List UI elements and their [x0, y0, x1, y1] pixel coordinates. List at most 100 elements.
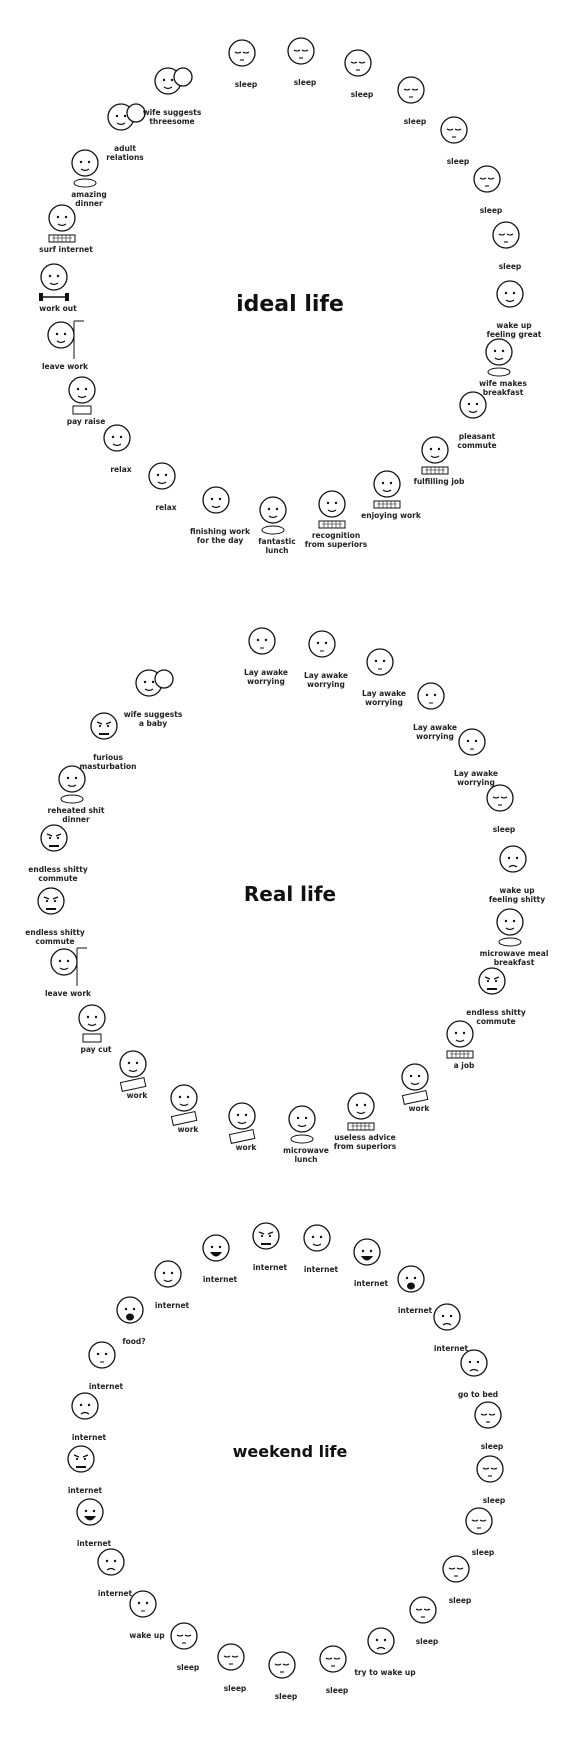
- laughing-face-icon: [316, 1236, 426, 1278]
- shouting-face-icon: [360, 1263, 470, 1305]
- panel-caption: sleep: [471, 1548, 495, 1557]
- couple-icon: [98, 667, 208, 709]
- awake-face-icon: [271, 628, 381, 670]
- panel-caption: endless shitty commute: [28, 865, 88, 883]
- panel-figure: internet: [396, 1301, 506, 1353]
- panel-figure: food?: [79, 1294, 189, 1346]
- panel-caption: internet: [433, 1344, 469, 1353]
- panel-caption: pay cut: [80, 1045, 112, 1054]
- laughing-face-icon: [165, 1232, 275, 1274]
- smiling-face-icon: [459, 278, 569, 320]
- angry-face-icon: [3, 822, 113, 864]
- panel-caption: sleep: [492, 825, 516, 834]
- panel-figure: sleep: [449, 782, 559, 834]
- breakfast-plate-icon: [459, 906, 569, 948]
- panel-caption: internet: [67, 1486, 103, 1495]
- panel-figure: endless shitty commute: [0, 885, 110, 946]
- paperwork-icon: [364, 1061, 474, 1105]
- panel-figure: fulfilling job: [384, 434, 494, 486]
- panel-figure: pay cut: [41, 1002, 151, 1054]
- panel-figure: Lay awake worrying: [211, 625, 321, 686]
- section-title-real: Real life: [243, 882, 337, 906]
- panel-figure: microwave lunch: [251, 1103, 361, 1164]
- sleeping-face-icon: [231, 1649, 341, 1691]
- panel-figure: enjoying work: [336, 468, 446, 520]
- panel-figure: sleep: [307, 47, 417, 99]
- panel-caption: work: [126, 1091, 148, 1100]
- panel-caption: internet: [76, 1539, 112, 1548]
- awake-face-icon: [421, 726, 531, 768]
- panel-figure: wake up: [92, 1588, 202, 1640]
- panel-caption: sleep: [325, 1686, 349, 1695]
- panel-figure: wake up feeling shitty: [462, 843, 572, 904]
- dumbbell-icon: [3, 261, 113, 303]
- panel-figure: work: [191, 1100, 301, 1152]
- sleeping-face-icon: [428, 1505, 538, 1547]
- money-icon: [31, 374, 141, 416]
- smiling-face-icon: [111, 460, 221, 502]
- awake-face-icon: [51, 1339, 161, 1381]
- panel-caption: leave work: [41, 362, 89, 371]
- panel-caption: amazing dinner: [71, 190, 107, 208]
- panel-caption: internet: [353, 1279, 389, 1288]
- panel-figure: internet: [117, 1258, 227, 1310]
- panel-figure: Lay awake worrying: [421, 726, 531, 787]
- panel-figure: amazing dinner: [34, 147, 144, 208]
- panel-caption: internet: [252, 1263, 288, 1272]
- panel-caption: internet: [397, 1306, 433, 1315]
- panel-figure: endless shitty commute: [441, 965, 551, 1026]
- panel-figure: internet: [30, 1443, 140, 1495]
- panel-figure: furious masturbation: [53, 710, 163, 771]
- panel-figure: relax: [66, 422, 176, 474]
- keyboard-icon: [281, 488, 391, 530]
- panel-figure: sleep: [360, 74, 470, 126]
- panel-caption: work: [235, 1143, 257, 1152]
- panel-caption: furious masturbation: [79, 753, 137, 771]
- panel-caption: wake up: [129, 1631, 165, 1640]
- paperwork-icon: [82, 1048, 192, 1092]
- sleeping-face-icon: [405, 1553, 515, 1595]
- angry-face-icon: [53, 710, 163, 752]
- panel-caption: sleep: [274, 1692, 298, 1701]
- sleeping-face-icon: [436, 163, 546, 205]
- awake-face-icon: [211, 625, 321, 667]
- panel-caption: sleep: [293, 78, 317, 87]
- panel-caption: food?: [122, 1337, 146, 1346]
- keyboard-icon: [384, 434, 494, 476]
- panel-caption: useless advice from superiors: [333, 1133, 397, 1151]
- panel-caption: sleep: [448, 1596, 472, 1605]
- panel-figure: sleep: [282, 1643, 392, 1695]
- panel-figure: adult relations: [70, 101, 180, 162]
- panel-caption: wife makes breakfast: [479, 379, 527, 397]
- panel-figure: leave work: [13, 946, 123, 998]
- panel-caption: fulfilling job: [413, 477, 465, 486]
- sleeping-face-icon: [439, 1453, 549, 1495]
- section-title-weekend: weekend life: [232, 1442, 348, 1461]
- panel-caption: pay raise: [66, 417, 106, 426]
- smiling-face-icon: [422, 389, 532, 431]
- panel-caption: adult relations: [106, 144, 144, 162]
- tired-face-icon: [60, 1546, 170, 1588]
- panel-figure: sleep: [250, 35, 360, 87]
- angry-face-icon: [30, 1443, 140, 1485]
- panel-figure: leave work: [10, 319, 120, 371]
- panel-figure: internet: [165, 1232, 275, 1284]
- awake-face-icon: [380, 680, 490, 722]
- panel-figure: pleasant commute: [422, 389, 532, 450]
- panel-caption: sleep: [223, 1684, 247, 1693]
- panel-figure: surf internet: [11, 202, 121, 254]
- panel-caption: sleep: [479, 206, 503, 215]
- panel-caption: sleep: [350, 90, 374, 99]
- doorway-icon: [10, 319, 120, 361]
- panel-caption: reheated shit dinner: [47, 806, 105, 824]
- panel-caption: relax: [155, 503, 177, 512]
- panel-figure: wife suggests threesome: [117, 65, 227, 126]
- panel-caption: endless shitty commute: [466, 1008, 526, 1026]
- panel-caption: relax: [110, 465, 132, 474]
- sleeping-face-icon: [191, 37, 301, 79]
- panel-figure: sleep: [428, 1505, 538, 1557]
- tired-face-icon: [330, 1625, 440, 1667]
- tired-face-icon: [423, 1347, 533, 1389]
- smiling-face-icon: [117, 1258, 227, 1300]
